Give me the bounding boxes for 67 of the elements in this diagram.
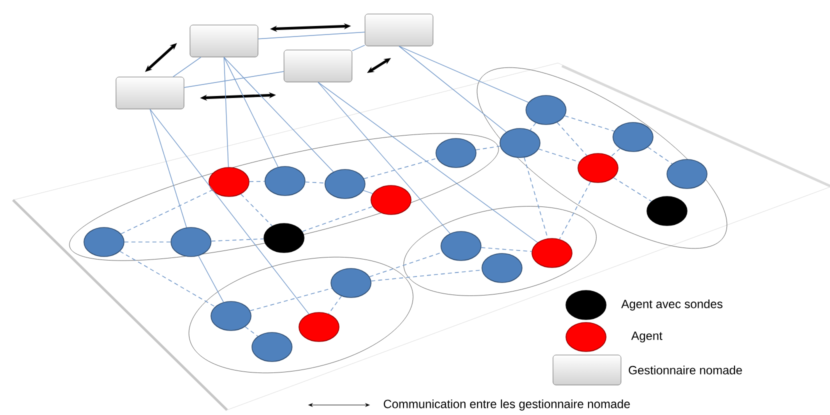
connector-line — [249, 180, 265, 182]
manager-box — [116, 76, 184, 110]
connector-line — [530, 122, 536, 130]
connector-line — [318, 82, 538, 243]
connector-line — [224, 56, 229, 168]
agent-circle — [170, 227, 212, 257]
connector-line — [120, 250, 216, 308]
connector-line — [150, 108, 187, 228]
connector-line — [480, 247, 532, 252]
connector-line — [240, 194, 273, 226]
connector-line — [538, 148, 580, 162]
agent-circle — [264, 223, 304, 253]
agent-circle — [298, 312, 340, 342]
agent-circle — [436, 138, 476, 168]
connector-line — [647, 146, 673, 164]
connector-line — [564, 115, 615, 132]
connector-line — [224, 56, 278, 168]
legend-label: Agent — [631, 332, 662, 342]
connector-line — [304, 182, 326, 184]
agent-circle — [578, 153, 618, 183]
agent-circle — [264, 166, 306, 196]
agent-circle — [646, 196, 688, 226]
legend-label: Gestionnaire nomade — [628, 366, 742, 374]
connector-line — [224, 56, 334, 172]
connector-line — [363, 190, 373, 194]
agent-circle — [482, 253, 522, 283]
connector-line — [244, 326, 258, 337]
connector-line — [613, 177, 652, 202]
connector-line — [184, 71, 284, 88]
connector-line — [302, 206, 374, 232]
connector-line — [198, 256, 224, 302]
connector-line — [610, 148, 620, 157]
connector-line — [524, 157, 548, 239]
legend-label: Communication entre les gestionnaire nomade — [384, 399, 630, 411]
connector-line — [258, 32, 366, 40]
connector-line — [559, 181, 591, 240]
connector-line — [210, 238, 264, 242]
connector-line — [352, 44, 366, 52]
connector-line — [476, 146, 500, 150]
agent-circle — [500, 128, 540, 158]
agent-circle — [324, 169, 366, 199]
agent-circle — [252, 332, 292, 362]
connector-line — [556, 122, 588, 156]
agent-circle — [440, 231, 482, 261]
connector-line — [150, 108, 310, 314]
manager-box — [364, 14, 434, 46]
legend-label: Agent avec sondes — [621, 299, 722, 311]
connector-line — [172, 56, 202, 78]
agent-circle — [84, 227, 124, 257]
connector-line — [398, 46, 529, 103]
connector-line — [120, 190, 212, 234]
connector-line — [364, 158, 438, 180]
agent-circle — [330, 268, 372, 298]
connector-line — [370, 270, 482, 282]
agent-circle — [526, 95, 566, 125]
agent-circle — [370, 185, 412, 215]
connector-line — [398, 46, 507, 132]
agent-circle — [612, 122, 654, 152]
connector-line — [250, 288, 332, 312]
agent-circle — [532, 238, 572, 268]
connector-line — [328, 296, 342, 314]
agent-circle — [208, 167, 250, 197]
agent-circle — [666, 159, 708, 189]
agent-circle — [210, 301, 252, 331]
connector-line — [318, 82, 450, 234]
manager-box — [190, 24, 258, 58]
manager-box — [284, 50, 352, 82]
